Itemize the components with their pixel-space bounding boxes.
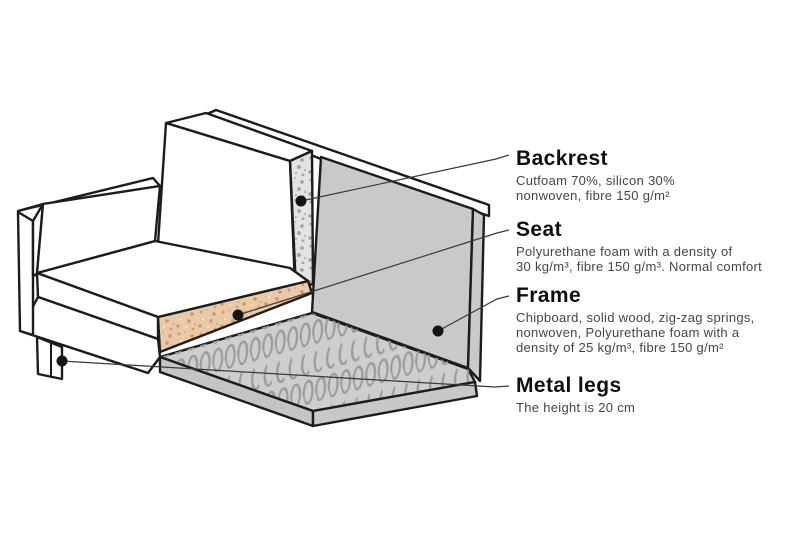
- callout-dot-seat: [232, 309, 244, 321]
- callout-frame-line: nonwoven, Polyurethane foam with a: [516, 325, 740, 340]
- callout-frame-line: Chipboard, solid wood, zig-zag springs,: [516, 310, 755, 325]
- frame-panel-edge: [466, 207, 486, 383]
- callout-frame: Frame Chipboard, solid wood, zig-zag spr…: [516, 284, 755, 355]
- callout-dot-backrest: [295, 195, 307, 207]
- callout-frame-line: density of 25 kg/m³, fibre 150 g/m²: [516, 340, 724, 355]
- callout-line-metal-legs: [61, 360, 510, 388]
- callout-dot-metal-legs: [56, 355, 68, 367]
- callout-seat-line: Polyurethane foam with a density of: [516, 244, 733, 259]
- callout-backrest-line: Cutfoam 70%, silicon 30%: [516, 173, 675, 188]
- callout-seat: Seat Polyurethane foam with a density of…: [516, 218, 762, 274]
- backrest-foam-cross-section: [288, 149, 315, 291]
- callout-frame-title: Frame: [516, 284, 582, 307]
- callout-metal-legs-line: The height is 20 cm: [516, 400, 636, 415]
- metal-leg: [35, 335, 64, 381]
- callout-backrest: Backrest Cutfoam 70%, silicon 30% nonwov…: [516, 147, 675, 203]
- callout-line-seat: [237, 229, 510, 316]
- armrest-outer-side: [16, 210, 35, 337]
- callout-seat-title: Seat: [516, 218, 562, 241]
- callout-metal-legs: Metal legs The height is 20 cm: [516, 374, 635, 415]
- armrest-inner-side: [35, 184, 162, 275]
- callout-seat-line: 30 kg/m³, fibre 150 g/m³. Normal comfort: [516, 259, 763, 274]
- callout-line-frame: [437, 295, 510, 332]
- callout-backrest-title: Backrest: [516, 147, 608, 170]
- callout-backrest-line: nonwoven, fibre 150 g/m²: [516, 188, 670, 203]
- callout-line-backrest: [300, 154, 510, 202]
- callout-dot-frame: [432, 325, 444, 337]
- callout-metal-legs-title: Metal legs: [516, 374, 622, 397]
- spring-platform-side-right: [311, 380, 479, 428]
- zigzag-springs: [160, 313, 475, 411]
